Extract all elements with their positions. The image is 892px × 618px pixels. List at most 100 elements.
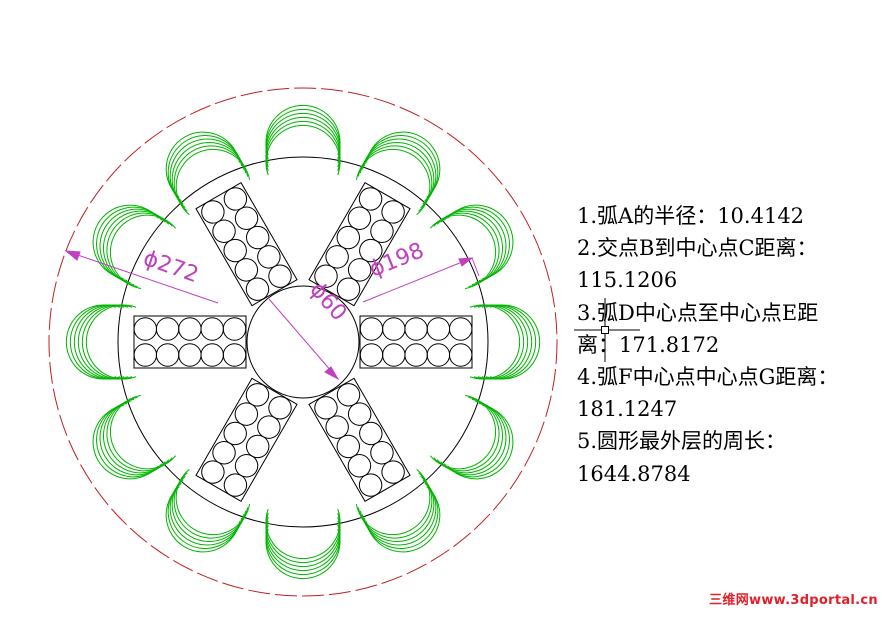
packed-circle: [449, 317, 473, 341]
green-arc: [265, 116, 341, 168]
green-arc: [363, 135, 439, 202]
green-arc: [96, 206, 163, 282]
green-arc: [265, 528, 341, 580]
green-arc: [81, 304, 133, 380]
answer-line-8: 5.圆形最外层的周长：: [577, 429, 787, 454]
green-arc: [109, 214, 177, 290]
green-arc: [443, 402, 510, 478]
arc-fan: [265, 508, 341, 580]
packed-circle: [201, 460, 225, 484]
packed-circle: [133, 317, 157, 341]
dim-ext-inner: [471, 257, 480, 277]
green-arc: [359, 142, 435, 209]
arc-fan: [65, 304, 137, 380]
green-arc: [73, 304, 125, 380]
spoke-rect: [133, 315, 247, 369]
green-arc: [473, 304, 525, 380]
green-arc: [106, 212, 173, 288]
green-arc: [429, 394, 497, 470]
green-arc: [265, 120, 341, 172]
arc-fan: [92, 204, 177, 290]
green-arc: [175, 148, 251, 216]
green-arc: [103, 210, 170, 286]
green-arc: [429, 214, 497, 290]
answer-text-block: 1.弧A的半径：10.4142 2.交点B到中心点C距离： 115.1206 3…: [577, 200, 838, 490]
arc-fan: [165, 131, 251, 216]
green-arc: [265, 108, 341, 160]
packed-circle: [201, 200, 225, 224]
green-arc: [106, 396, 173, 472]
arc-fan: [429, 204, 514, 290]
green-arc: [433, 212, 500, 288]
green-arc: [359, 475, 435, 542]
dim-label-outer: ϕ272: [140, 246, 202, 288]
green-arc: [65, 304, 117, 380]
packed-circle: [358, 473, 383, 497]
spoke-rect: [359, 315, 473, 369]
arc-fan: [469, 304, 541, 380]
answer-line-7: 181.1247: [577, 397, 678, 422]
arc-fan: [355, 468, 441, 553]
packed-circle: [381, 460, 405, 484]
green-arc: [103, 398, 170, 474]
green-arc: [99, 208, 166, 284]
green-arc: [96, 402, 163, 478]
green-arc: [109, 394, 177, 470]
green-arc: [167, 482, 243, 549]
green-arc: [173, 472, 249, 539]
answer-line-1: 1.弧A的半径：10.4142: [577, 204, 805, 228]
green-arc: [69, 304, 121, 380]
dim-line-hub: [268, 298, 339, 380]
answer-line-5: 离：171.8172: [577, 332, 720, 357]
packed-circle: [223, 473, 248, 497]
green-arc: [355, 148, 431, 216]
site-watermark: 三维网www.3dportal.cn: [709, 593, 878, 608]
green-arc: [92, 204, 159, 280]
packed-circle: [133, 343, 157, 367]
spoke: [308, 181, 411, 307]
green-arc: [361, 138, 437, 205]
green-arc: [265, 520, 341, 572]
green-arc: [469, 304, 521, 380]
green-arc: [447, 404, 514, 480]
green-arc: [92, 404, 159, 480]
green-arc: [165, 486, 241, 553]
green-arc: [265, 516, 341, 568]
green-arc: [265, 524, 341, 576]
dimension-lines: [64, 250, 480, 381]
green-arc: [167, 135, 243, 202]
spoke: [133, 315, 247, 369]
green-arc: [85, 304, 137, 380]
green-arc: [355, 468, 431, 536]
answer-line-9: 1644.8784: [577, 461, 691, 486]
green-arc: [77, 304, 129, 380]
green-arc: [173, 145, 249, 212]
spoke-rect: [308, 181, 411, 307]
answer-line-2: 2.交点B到中心点C距离：: [577, 236, 818, 261]
green-arc: [357, 472, 433, 539]
green-arc: [171, 475, 247, 542]
green-arc: [433, 396, 500, 472]
dim-arrow-inner: [458, 257, 474, 267]
spoke: [195, 377, 298, 503]
spoke: [308, 377, 411, 503]
spoke-rect: [195, 377, 298, 503]
answer-line-4: 3.弧D中心点至中心点E距: [577, 300, 819, 325]
green-arc: [265, 124, 341, 176]
green-arc: [447, 204, 514, 280]
dim-arrow-outer: [64, 250, 81, 261]
spoke: [195, 181, 298, 307]
green-arc: [169, 138, 245, 205]
packed-circle: [223, 187, 248, 211]
spoke-rect: [308, 377, 411, 503]
spoke-rectangles: [133, 181, 473, 503]
green-arc: [440, 208, 507, 284]
packed-circle: [449, 343, 473, 367]
green-arc: [481, 304, 533, 380]
green-arc: [365, 131, 441, 198]
dim-line-outer: [65, 250, 219, 304]
answer-line-3: 115.1206: [577, 268, 678, 293]
dim-line-inner: [362, 257, 473, 303]
green-arc: [489, 304, 541, 380]
